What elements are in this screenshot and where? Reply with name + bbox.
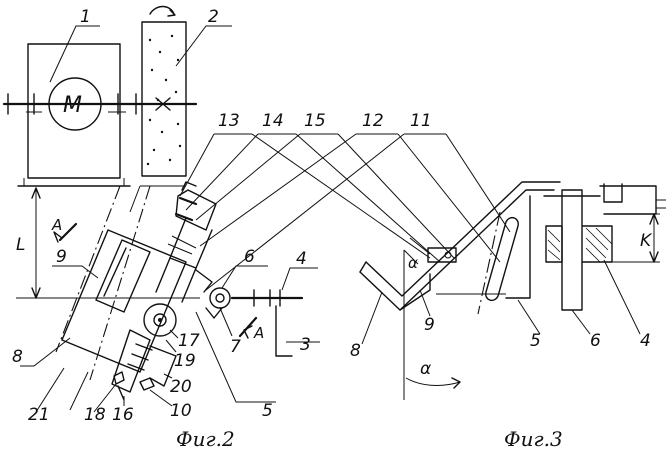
section-mark-bottom: A (238, 316, 264, 342)
label-3: 3 (300, 335, 311, 355)
label-14: 14 (262, 111, 284, 131)
label-15: 15 (304, 111, 326, 131)
fig3-label-6: 6 (590, 331, 601, 351)
label-2: 2 (208, 7, 219, 27)
label-10: 10 (170, 401, 192, 421)
tilted-carriage (55, 185, 187, 381)
label-16: 16 (112, 405, 134, 425)
angle-alpha-upper: α (408, 254, 418, 272)
fig3-label-8: 8 (350, 341, 361, 361)
label-4: 4 (296, 249, 307, 269)
dimension-L-label: L (16, 235, 25, 255)
angle-alpha-lower: α (420, 359, 431, 379)
section-mark-top: A (51, 216, 78, 243)
label-1: 1 (80, 7, 91, 27)
dimension-L: L (16, 187, 200, 299)
label-11: 11 (410, 111, 432, 131)
fig3-caption: Фиг.3 (504, 427, 563, 451)
slot-9 (477, 211, 519, 315)
label-20: 20 (170, 377, 192, 397)
angle-alpha: α α (403, 249, 461, 400)
shaft-6 (543, 183, 657, 311)
fig3-label-9: 9 (424, 315, 435, 335)
motor-symbol: M (63, 93, 82, 118)
fig3-label-4: 4 (640, 331, 651, 351)
fig3-leaders (361, 259, 641, 345)
dimension-K: K (612, 199, 666, 263)
label-19: 19 (174, 351, 196, 371)
label-9: 9 (56, 247, 67, 267)
label-13: 13 (218, 111, 240, 131)
leader-lines-fig3 (251, 133, 511, 263)
label-18: 18 (84, 405, 106, 425)
fig3-label-5: 5 (530, 331, 541, 351)
label-7: 7 (230, 337, 241, 357)
lower-slide (111, 329, 177, 401)
figure-2: M 1 2 (2, 5, 446, 451)
v-holder (359, 181, 561, 311)
label-17: 17 (178, 331, 200, 351)
figure-3: K α α 8 9 5 (251, 133, 666, 451)
label-5: 5 (262, 401, 273, 421)
motor-housing: M 1 (2, 7, 198, 187)
leader-lines-fig2 (20, 133, 446, 413)
label-6: 6 (244, 247, 255, 267)
plate-5 (436, 195, 531, 299)
clamp-block (155, 181, 217, 303)
dimension-K-label: K (640, 231, 653, 251)
section-letter-top: A (51, 216, 62, 234)
section-letter-bottom: A (253, 324, 264, 342)
grinding-wheel: 2 (141, 5, 232, 177)
label-12: 12 (362, 111, 384, 131)
roller-19 (143, 303, 177, 337)
fig2-caption: Фиг.2 (176, 427, 235, 451)
pivot-6 (195, 269, 304, 357)
label-8: 8 (12, 347, 23, 367)
label-21: 21 (28, 405, 50, 425)
